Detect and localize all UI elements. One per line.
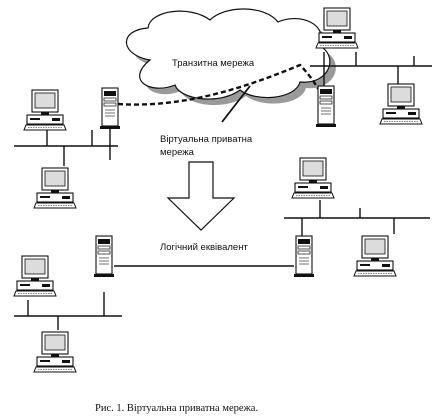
top-left-lan [14, 87, 121, 209]
top-right-lan [310, 7, 432, 128]
down-arrow-icon [166, 161, 236, 231]
server-tower-icon [93, 235, 115, 278]
server-tower-icon [99, 87, 121, 130]
transit-network-cloud [125, 8, 336, 106]
bottom-left-lan [13, 235, 122, 373]
vpn-label-line1: Віртуальна приватна [160, 134, 253, 145]
pc-icon [13, 255, 57, 297]
pc-icon [33, 167, 77, 209]
vpn-label-line2: мережа [160, 147, 195, 158]
pc-icon [291, 157, 335, 199]
pc-icon [23, 89, 67, 131]
pc-icon [315, 7, 359, 49]
pc-icon [33, 331, 77, 373]
server-tower-icon [315, 85, 337, 128]
logical-equivalent-label: Логічний еквівалент [160, 242, 248, 253]
vpn-label-pointer [221, 85, 251, 123]
server-tower-icon [293, 235, 315, 278]
bottom-right-lan [284, 157, 430, 278]
pc-icon [379, 83, 423, 125]
figure-caption: Рис. 1. Віртуальна приватна мережа. [95, 403, 258, 414]
vpn-tunnel-dashed [117, 63, 324, 106]
pc-icon [353, 235, 397, 277]
transit-network-label: Транзитна мережа [172, 58, 255, 69]
